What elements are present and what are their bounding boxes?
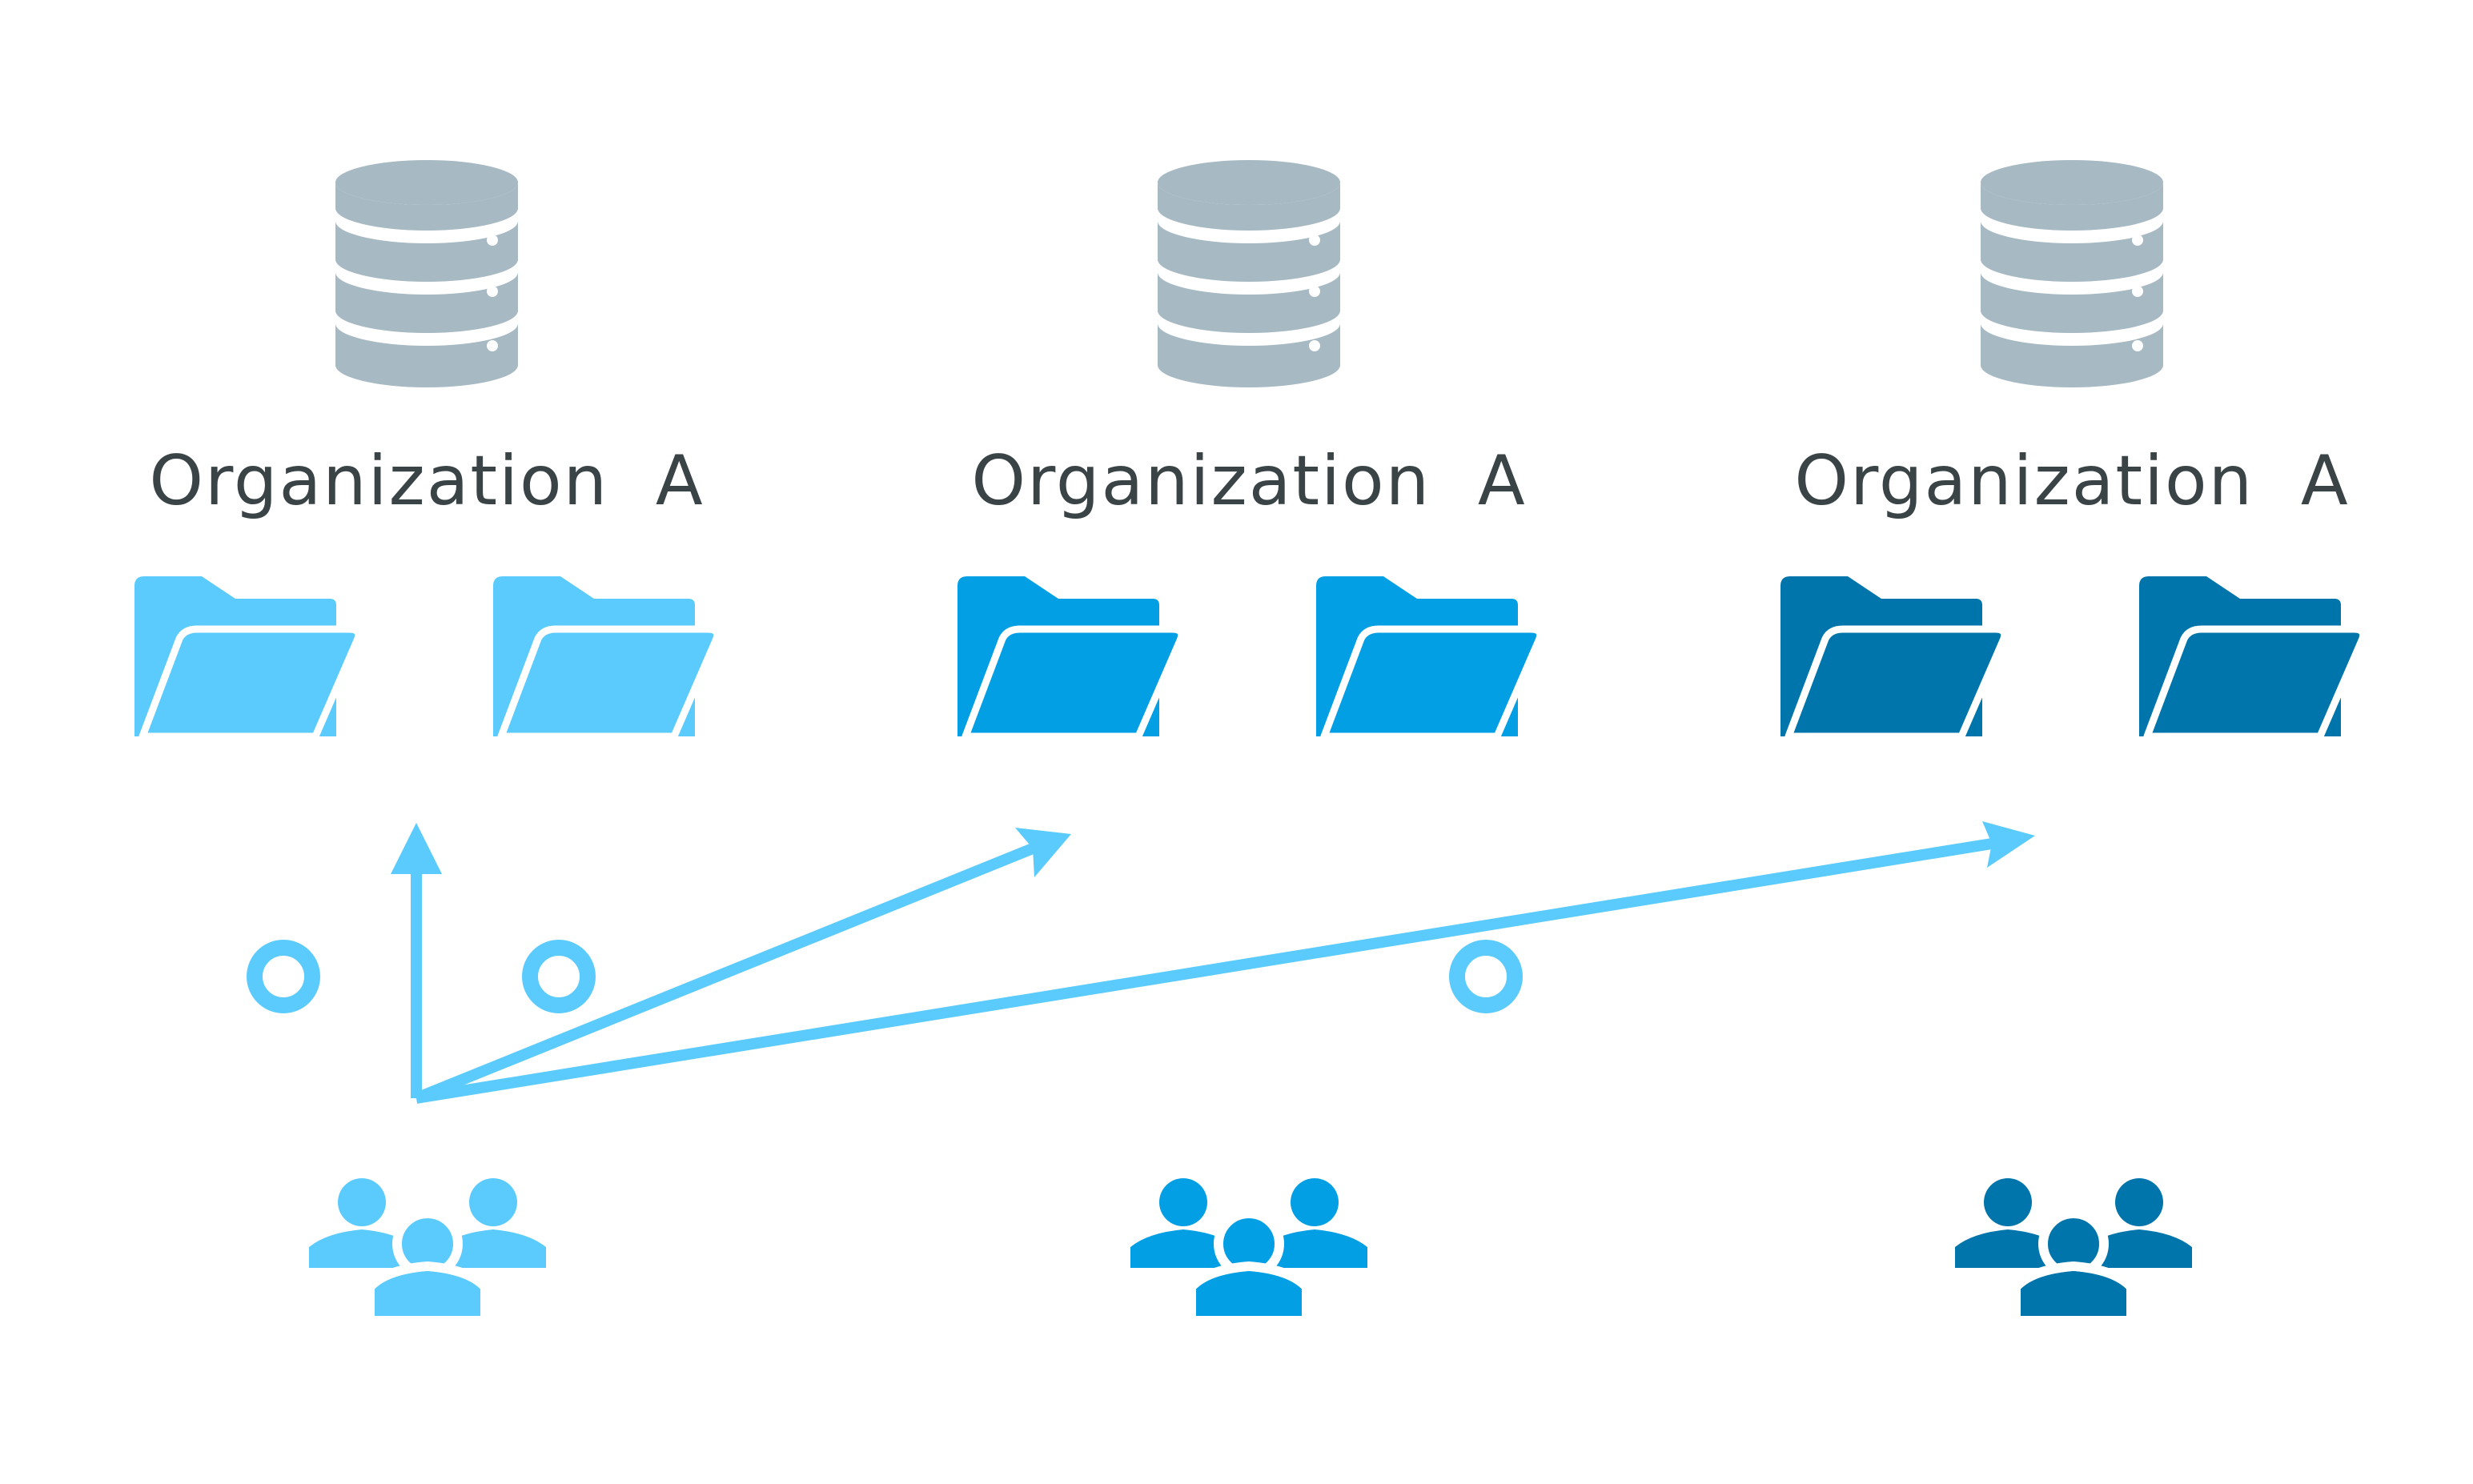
database-icon (335, 160, 518, 387)
circle-ok-icon (522, 940, 596, 1013)
user-group-icon[interactable] (1130, 1178, 1367, 1316)
folder-icon[interactable] (957, 576, 1182, 736)
organization-column-1: Organization A (134, 160, 717, 1316)
database-icon (1158, 160, 1340, 387)
folder-icon[interactable] (1316, 576, 1540, 736)
user-group-icon[interactable] (309, 1178, 546, 1316)
access-status-markers (247, 940, 1523, 1013)
organization-column-3: Organization A (1780, 160, 2363, 1316)
database-icon (1981, 160, 2163, 387)
organization-label: Organization A (1794, 441, 2349, 521)
organization-label: Organization A (971, 441, 1526, 521)
folder-icon[interactable] (1780, 576, 2005, 736)
access-arrow-to-column-2 (414, 828, 1071, 1104)
folder-icon[interactable] (134, 576, 359, 736)
folder-icon[interactable] (493, 576, 717, 736)
circle-ok-icon (1449, 940, 1523, 1013)
organization-label: Organization A (149, 441, 704, 521)
user-group-icon[interactable] (1955, 1178, 2192, 1316)
circle-ok-icon (247, 940, 320, 1013)
access-arrows (391, 821, 2035, 1104)
organization-column-2: Organization A (957, 160, 1540, 1316)
access-arrow-to-column-3 (415, 821, 2035, 1104)
access-arrow-to-column-1 (391, 823, 442, 1098)
folder-icon[interactable] (2139, 576, 2363, 736)
